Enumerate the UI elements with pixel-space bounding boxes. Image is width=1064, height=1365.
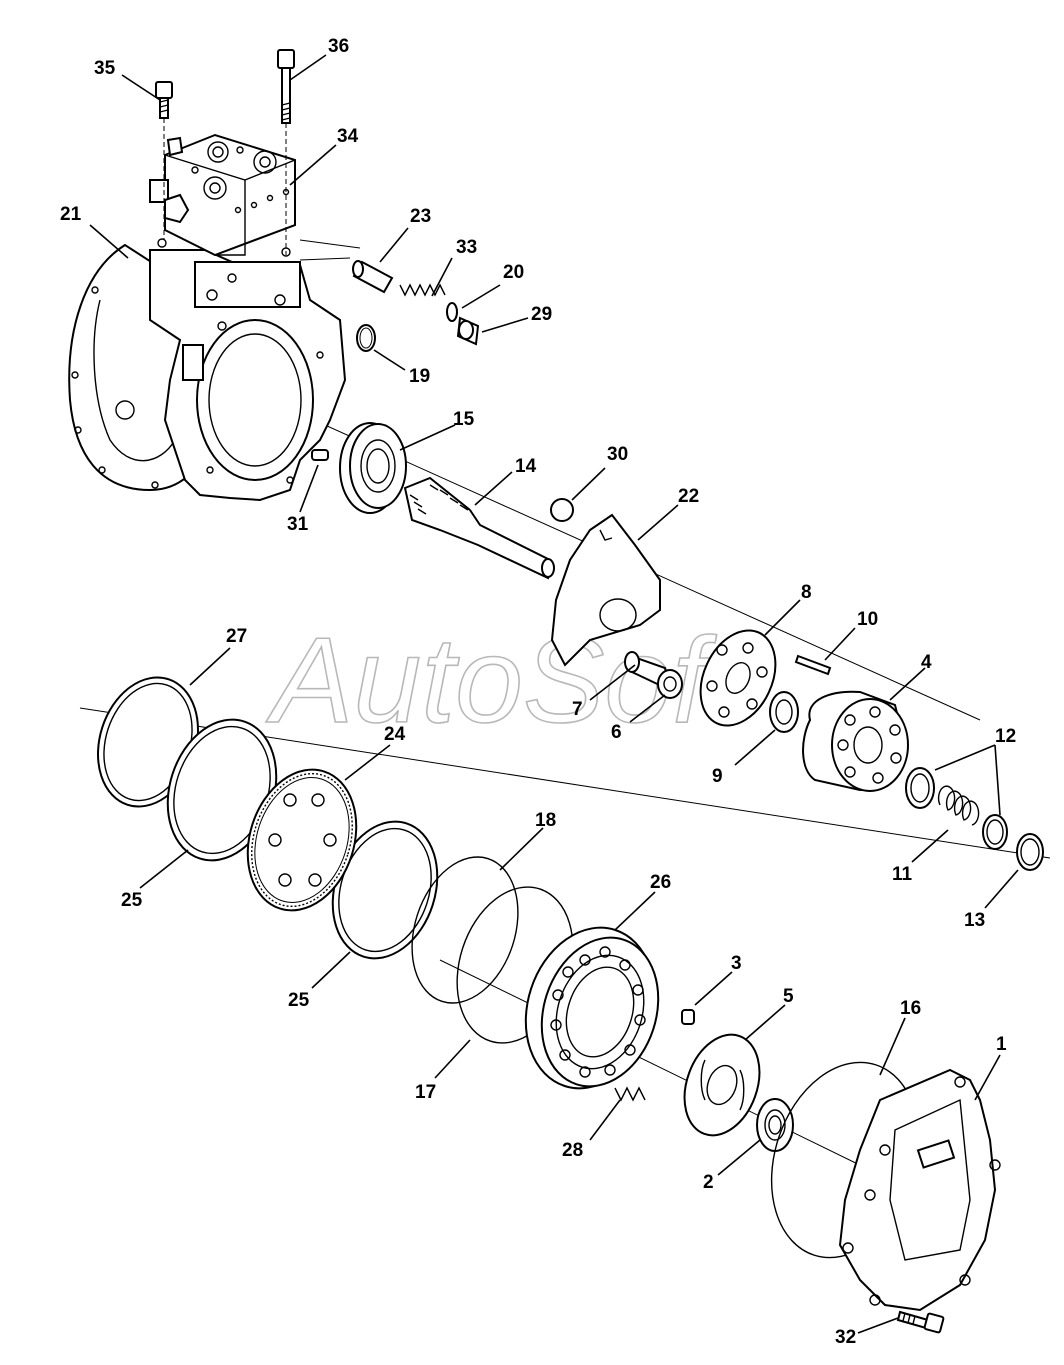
part-labels: 35 36 34 21 23 33 20 29 19 15 14 30 22 3… [60, 36, 1016, 1348]
label-31: 31 [287, 514, 309, 535]
pin-part-10 [794, 654, 832, 676]
pin-part-31 [311, 449, 329, 461]
label-13: 13 [964, 910, 985, 931]
label-23: 23 [410, 206, 431, 227]
label-24: 24 [384, 724, 406, 745]
snap-ring-part-13 [1016, 833, 1044, 871]
motor-housing-part-21 [68, 243, 347, 502]
bolt-part-35 [155, 81, 173, 240]
bearing-part-15 [339, 422, 407, 514]
label-6: 6 [611, 722, 622, 743]
label-11: 11 [892, 864, 913, 885]
label-33: 33 [456, 237, 477, 258]
ball-part-30 [550, 498, 574, 522]
label-20: 20 [503, 262, 524, 283]
relief-valve-parts [352, 260, 480, 352]
label-12: 12 [995, 726, 1016, 747]
label-4: 4 [921, 652, 932, 673]
brake-piston-part-26 [524, 926, 660, 1090]
label-2: 2 [703, 1172, 714, 1193]
retainer-plate-part-8 [699, 629, 777, 727]
label-18: 18 [535, 810, 556, 831]
spline-bushing-part-9 [769, 691, 799, 733]
label-34: 34 [337, 126, 359, 147]
cylinder-block-part-4 [802, 690, 909, 792]
bolt-part-36 [277, 49, 295, 255]
label-22: 22 [678, 486, 699, 507]
rear-cover-part-1 [838, 1068, 1001, 1312]
valve-block-part-34 [149, 133, 296, 257]
leader-lines [89, 54, 1019, 1334]
springs-rings-part-11-12 [905, 767, 1008, 850]
valve-plate-part-5 [683, 1033, 761, 1137]
label-1: 1 [996, 1034, 1007, 1055]
bearing-part-2 [756, 1098, 794, 1152]
label-8: 8 [801, 582, 812, 603]
label-21: 21 [60, 204, 82, 225]
label-25-b: 25 [288, 990, 310, 1011]
label-7: 7 [572, 699, 583, 720]
label-19: 19 [409, 366, 430, 387]
label-14: 14 [515, 456, 537, 477]
friction-disc-part-24 [246, 768, 358, 912]
label-36: 36 [328, 36, 349, 57]
label-25-a: 25 [121, 890, 143, 911]
swash-plate-part-22 [550, 513, 661, 667]
label-15: 15 [453, 409, 475, 430]
label-9: 9 [712, 766, 723, 787]
bolt-part-32 [896, 1310, 945, 1334]
pivot-part-6-7 [624, 651, 683, 699]
label-32: 32 [835, 1327, 856, 1348]
label-3: 3 [731, 953, 742, 974]
label-26: 26 [650, 872, 671, 893]
label-10: 10 [857, 609, 878, 630]
label-29: 29 [531, 304, 552, 325]
shaft-part-14 [403, 476, 555, 580]
spring-part-28 [614, 1086, 646, 1102]
label-27: 27 [226, 626, 247, 647]
o-ring-part-18 [411, 856, 519, 1004]
pin-part-3 [681, 1009, 695, 1025]
label-17: 17 [415, 1082, 436, 1103]
label-28: 28 [562, 1140, 583, 1161]
label-35: 35 [94, 58, 116, 79]
label-30: 30 [607, 444, 628, 465]
label-16: 16 [900, 998, 921, 1019]
label-5: 5 [783, 986, 794, 1007]
